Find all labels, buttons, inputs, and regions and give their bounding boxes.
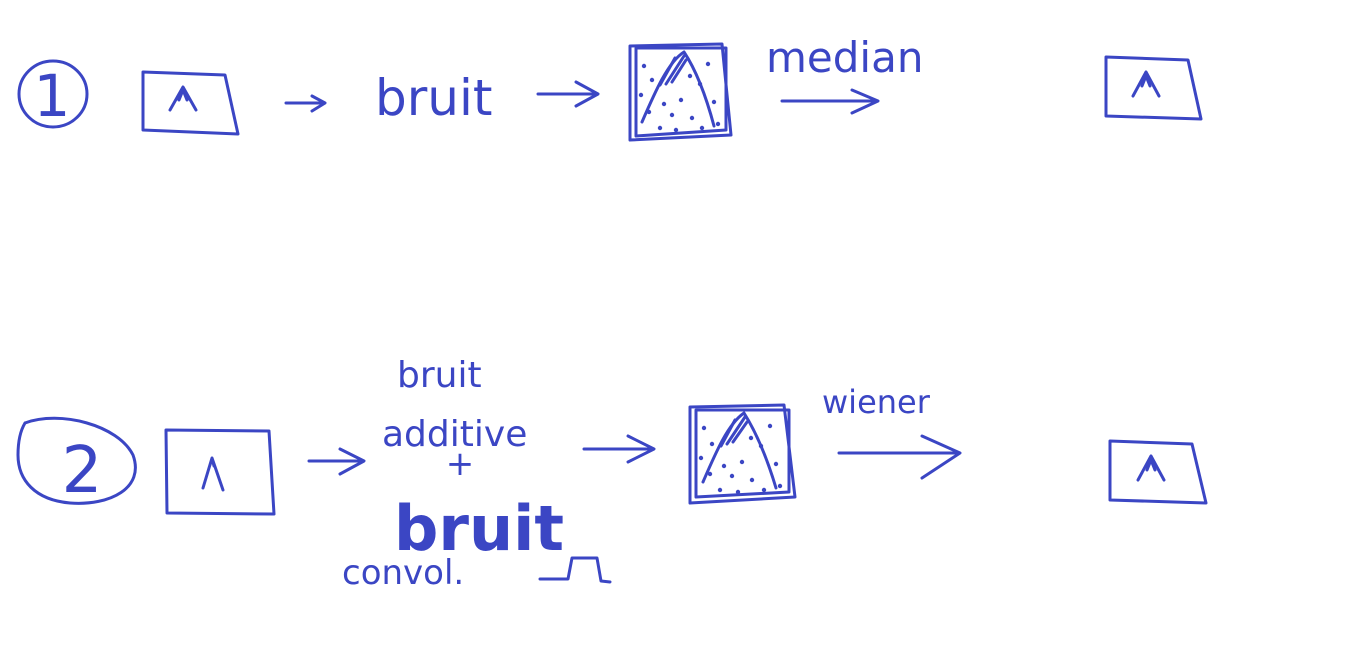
- row1-arrow-1: [284, 94, 327, 113]
- row2-noise-description: bruit additive + bruit convol.: [342, 355, 612, 593]
- row1-noisy-image: [628, 42, 733, 142]
- noise-dots: [638, 61, 721, 133]
- row2-noise-line1: bruit: [397, 355, 482, 396]
- row2-number-circle: [16, 416, 137, 505]
- row2-restored-image: [1108, 439, 1208, 505]
- row1-number-circle: [17, 59, 89, 129]
- row2-arrow-3: [837, 434, 962, 480]
- row2-noise-line4: convol.: [342, 553, 464, 593]
- row2-plus: +: [446, 444, 475, 484]
- mountain-icon: [1131, 70, 1161, 98]
- row1-arrow-3: [780, 88, 880, 115]
- mountain-icon: [1136, 454, 1166, 482]
- mountain-icon: [701, 411, 778, 490]
- row1-step-label: bruit: [375, 69, 492, 127]
- mountain-icon: [201, 456, 225, 492]
- noise-dots: [698, 423, 783, 495]
- row1-arrow-2: [536, 80, 600, 108]
- row1-original-image: [141, 70, 240, 136]
- row2-arrow-2: [582, 434, 656, 464]
- row1-number: 1: [34, 62, 71, 130]
- row2-noisy-image: [688, 403, 797, 505]
- row1-filter-label: median: [766, 33, 923, 82]
- row1-restored-image: [1104, 55, 1203, 121]
- row2-filter-label: wiener: [822, 383, 931, 421]
- row2-original-image: [164, 428, 276, 516]
- row2-arrow-1: [307, 447, 366, 476]
- row2-number: 2: [62, 434, 103, 508]
- row2-noise-line3: bruit: [394, 492, 564, 565]
- row2: 2 bruit additive + bruit convol.: [16, 355, 1208, 593]
- row1: 1 bruit: [17, 33, 1203, 142]
- mountain-icon: [640, 50, 716, 128]
- row2-noise-line2: additive: [382, 414, 527, 455]
- rect-pulse-icon: [538, 556, 612, 584]
- mountain-icon: [168, 85, 198, 112]
